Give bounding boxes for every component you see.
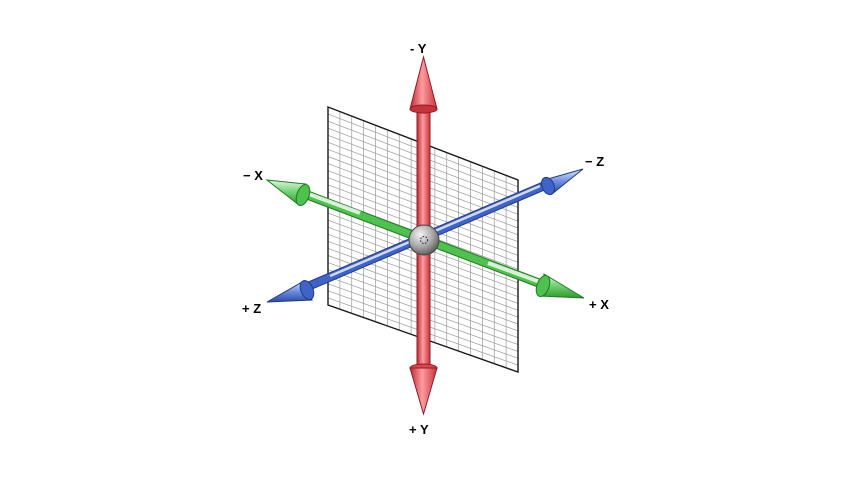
negative-y-label: - Y (410, 41, 427, 56)
negative-z-label: − Z (585, 154, 604, 169)
negative-x-cap (295, 183, 311, 207)
origin-marker-icon (420, 236, 428, 244)
negative-z-cap (540, 176, 556, 196)
positive-y-label: + Y (409, 422, 429, 437)
negative-x-label: − X (243, 168, 263, 183)
positive-z-label: + Z (242, 301, 261, 316)
grid-plane-border (327, 105, 519, 373)
negative-y-arrowhead (409, 55, 438, 110)
positive-y-arrowhead (409, 367, 438, 416)
origin-sphere (408, 224, 440, 256)
negative-y-arrowhead-base (409, 104, 438, 114)
x-axis-shaft-highlight-right (487, 261, 541, 284)
x-axis-shaft-highlight-left (305, 191, 361, 215)
positive-x-label: + X (589, 297, 609, 312)
positive-x-cap (535, 274, 551, 298)
positive-z-cap (299, 280, 315, 300)
